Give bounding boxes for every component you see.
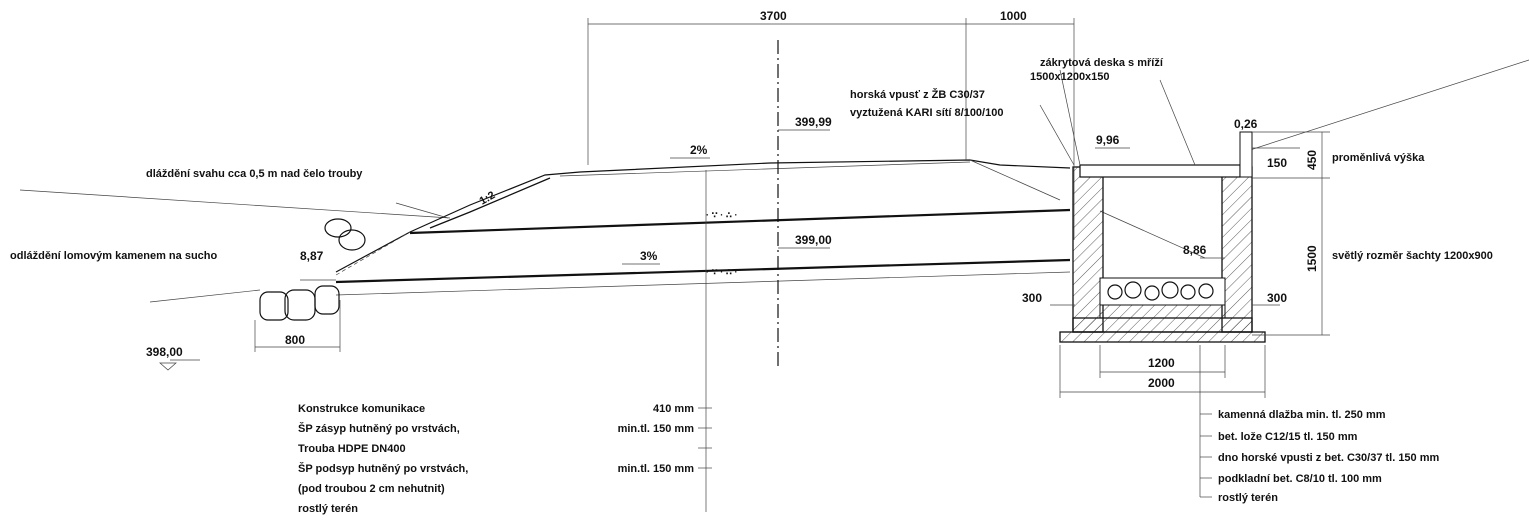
inlet-structure xyxy=(1059,131,1266,343)
dim-450: 450 xyxy=(1305,150,1319,170)
road-layer-value-1: min.tl. 150 mm xyxy=(618,423,695,435)
label-cover-2: 1500x1200x150 xyxy=(1030,71,1110,83)
inlet-layer-5: rostlý terén xyxy=(1218,492,1278,504)
svg-text:· ∵ · ∴ ·: · ∵ · ∴ · xyxy=(706,267,738,277)
label-paving-stone: odláždění lomovým kamenem na sucho xyxy=(10,250,218,262)
road-layer-5: rostlý terén xyxy=(298,503,358,515)
pipe-bottom xyxy=(335,258,1071,284)
slope-bank: 1:2 xyxy=(478,189,498,207)
road-embankment xyxy=(335,159,1071,273)
dim-1500: 1500 xyxy=(1305,245,1319,272)
dim-3700: 3700 xyxy=(760,9,787,23)
road-layer-4: (pod troubou 2 cm nehutnit) xyxy=(298,483,445,495)
road-layer-1: ŠP zásyp hutněný po vrstvách, xyxy=(298,422,460,435)
stone-riprap xyxy=(259,218,366,321)
road-surface xyxy=(559,161,971,177)
level-996: 9,96 xyxy=(1096,133,1120,147)
level-39999: 399,99 xyxy=(795,115,832,129)
level-887: 8,87 xyxy=(300,249,324,263)
dimension-lines xyxy=(170,18,1330,498)
level-886: 8,86 xyxy=(1183,243,1207,257)
dim-026: 0,26 xyxy=(1234,117,1258,131)
road-layer-value-top: 410 mm xyxy=(653,403,694,415)
level-marker-39800 xyxy=(159,362,177,371)
level-39900: 399,00 xyxy=(795,233,832,247)
dim-1200: 1200 xyxy=(1148,356,1175,370)
inlet-layer-1: kamenná dlažba min. tl. 250 mm xyxy=(1218,409,1386,421)
slope-road: 2% xyxy=(690,143,708,157)
label-shaft-size: světlý rozměr šachty 1200x900 xyxy=(1332,250,1493,262)
label-inlet-1: horská vpusť z ŽB C30/37 xyxy=(850,88,985,101)
level-39800: 398,00 xyxy=(146,345,183,359)
slope-paving xyxy=(429,177,551,229)
road-layer-2: Trouba HDPE DN400 xyxy=(298,443,406,455)
label-cover-1: zákrytová deska s mříží xyxy=(1040,57,1164,69)
label-paving-slope: dláždění svahu cca 0,5 m nad čelo trouby xyxy=(146,168,363,180)
dim-2000: 2000 xyxy=(1148,376,1175,390)
slope-pipe: 3% xyxy=(640,249,658,263)
road-layers-title: Konstrukce komunikace xyxy=(298,403,425,415)
road-layer-value-3: min.tl. 150 mm xyxy=(618,463,695,475)
terrain-line xyxy=(19,59,1529,303)
inlet-layer-4: podkladní bet. C8/10 tl. 100 mm xyxy=(1218,473,1382,485)
label-variable-height: proměnlivá výška xyxy=(1332,152,1425,164)
svg-text:· ∵ · ∴ ·: · ∵ · ∴ · xyxy=(706,210,738,220)
dim-1000: 1000 xyxy=(1000,9,1027,23)
dim-150: 150 xyxy=(1267,156,1287,170)
inlet-layer-2: bet. lože C12/15 tl. 150 mm xyxy=(1218,431,1358,443)
inlet-layer-3: dno horské vpusti z bet. C30/37 tl. 150 … xyxy=(1218,452,1440,464)
pipe-top xyxy=(409,208,1071,235)
dim-300-left: 300 xyxy=(1022,291,1042,305)
dim-800: 800 xyxy=(285,333,305,347)
dim-300-right: 300 xyxy=(1267,291,1287,305)
label-inlet-2: vyztužená KARI sítí 8/100/100 xyxy=(850,107,1003,119)
road-layer-3: ŠP podsyp hutněný po vrstvách, xyxy=(298,462,468,475)
